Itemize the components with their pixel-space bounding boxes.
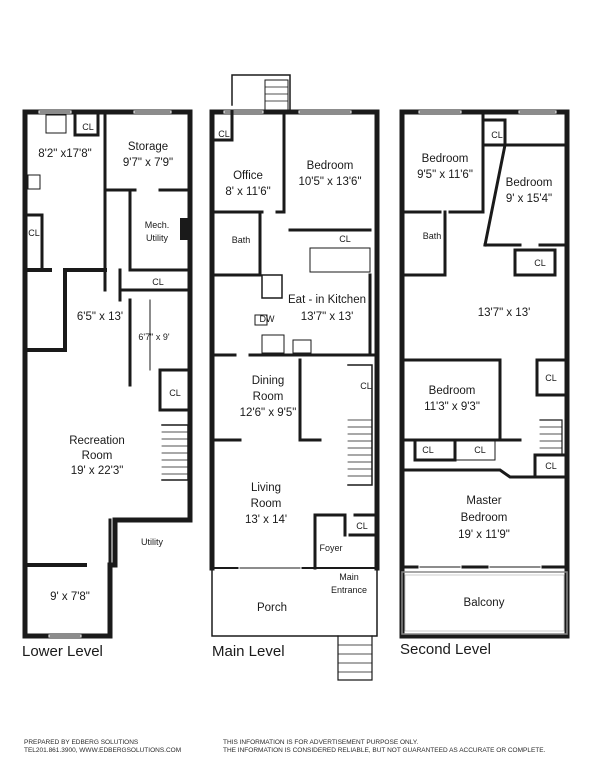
bedroom-b-name: Bedroom xyxy=(506,177,553,189)
room-6x9-label: 6'7" x 9' xyxy=(138,332,169,342)
porch-label: Porch xyxy=(257,602,287,614)
bedroom-a-name: Bedroom xyxy=(422,153,469,165)
balcony-label: Balcony xyxy=(464,597,505,609)
main-labels: Office 8' x 11'6" Bedroom 10'5" x 13'6" … xyxy=(212,129,372,660)
footer-disclaimer-1: THIS INFORMATION IS FOR ADVERTISEMENT PU… xyxy=(223,739,419,746)
mech-utility-line2: Utility xyxy=(146,233,168,243)
closet-label: CL xyxy=(28,228,40,238)
closet-label: CL xyxy=(339,234,351,244)
second-level-title: Second Level xyxy=(400,641,491,658)
lower-level-plan xyxy=(22,109,193,639)
master-line2: Bedroom xyxy=(461,512,508,524)
bath-main-label: Bath xyxy=(232,235,251,245)
storage-name: Storage xyxy=(128,141,168,153)
dining-line1: Dining xyxy=(252,375,285,387)
footer-contact: TEL201.861.3900, WWW.EDBERGSOLUTIONS.COM xyxy=(24,747,182,754)
closet-label: CL xyxy=(545,373,557,383)
second-labels: Bedroom 9'5" x 11'6" Bedroom 9' x 15'4" … xyxy=(400,130,557,658)
kitchen-size: 13'7" x 13' xyxy=(301,311,354,323)
lower-level-title: Lower Level xyxy=(22,643,103,660)
dishwasher-label: DW xyxy=(260,314,275,324)
bedroom-b-size: 9' x 15'4" xyxy=(506,193,552,205)
living-line1: Living xyxy=(251,482,281,494)
closet-label: CL xyxy=(356,521,368,531)
foyer-label: Foyer xyxy=(319,543,342,553)
second-level-plan xyxy=(399,109,570,639)
closet-label: CL xyxy=(545,461,557,471)
footer-prepared-by: PREPARED BY EDBERG SOLUTIONS xyxy=(24,739,139,746)
closet-label: CL xyxy=(169,388,181,398)
dining-size: 12'6" x 9'5" xyxy=(240,407,297,419)
living-line2: Room xyxy=(251,498,282,510)
main-entrance-line2: Entrance xyxy=(331,585,367,595)
dining-line2: Room xyxy=(253,391,284,403)
main-entrance-line1: Main xyxy=(339,572,359,582)
bedroom-a-size: 9'5" x 11'6" xyxy=(417,169,473,181)
master-line1: Master xyxy=(466,495,501,507)
closet-label: CL xyxy=(491,130,503,140)
recreation-room-size: 19' x 22'3" xyxy=(71,465,124,477)
main-level-plan xyxy=(209,74,380,681)
closet-label: CL xyxy=(422,445,434,455)
lower-labels: 8'2" x17'8" Storage 9'7" x 7'9" Mech. Ut… xyxy=(22,122,181,660)
recreation-room-line2: Room xyxy=(82,450,113,462)
main-level-title: Main Level xyxy=(212,643,285,660)
closet-label: CL xyxy=(82,122,94,132)
closet-label: CL xyxy=(218,129,230,139)
closet-label: CL xyxy=(152,277,164,287)
room-9x7-label: 9' x 7'8" xyxy=(50,591,90,603)
bedroom-main-size: 10'5" x 13'6" xyxy=(298,176,361,188)
utility-label: Utility xyxy=(141,537,163,547)
office-name: Office xyxy=(233,170,263,182)
bath-second-label: Bath xyxy=(423,231,442,241)
mech-utility-line1: Mech. xyxy=(145,220,170,230)
hall-label: 13'7" x 13' xyxy=(478,307,531,319)
master-size: 19' x 11'9" xyxy=(458,529,510,541)
storage-size: 9'7" x 7'9" xyxy=(123,157,173,169)
bedroom-c-name: Bedroom xyxy=(429,385,476,397)
closet-label: CL xyxy=(534,258,546,268)
closet-label: CL xyxy=(474,445,486,455)
living-size: 13' x 14' xyxy=(245,514,287,526)
room-8x17-label: 8'2" x17'8" xyxy=(38,148,91,160)
closet-label: CL xyxy=(360,381,372,391)
bedroom-c-size: 11'3" x 9'3" xyxy=(424,401,480,413)
room-6x13-label: 6'5" x 13' xyxy=(77,311,123,323)
kitchen-name: Eat - in Kitchen xyxy=(288,294,366,306)
footer-disclaimer-2: THE INFORMATION IS CONSIDERED RELIABLE, … xyxy=(223,747,546,754)
bedroom-main-name: Bedroom xyxy=(307,160,354,172)
recreation-room-line1: Recreation xyxy=(69,435,125,447)
office-size: 8' x 11'6" xyxy=(225,186,270,198)
